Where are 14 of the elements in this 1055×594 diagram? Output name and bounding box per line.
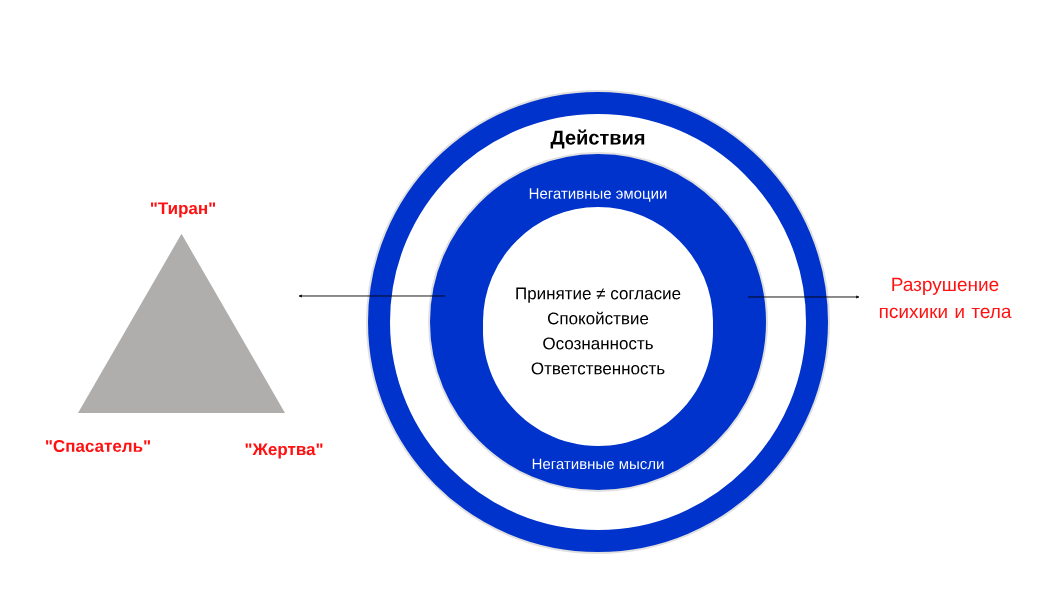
role-label: "Тиран" bbox=[150, 202, 216, 218]
triangle bbox=[78, 233, 285, 414]
ring-label: Негативные мысли bbox=[532, 458, 664, 470]
node-label: Осознанность bbox=[543, 337, 653, 350]
ring-label: Негативные эмоции bbox=[529, 188, 667, 202]
role-label: "Спасатель" bbox=[46, 439, 150, 452]
ring-label: Действия bbox=[550, 129, 645, 149]
arrow bbox=[747, 295, 860, 299]
role-label: "Жертва" bbox=[245, 443, 323, 459]
node-label: Спокойствие bbox=[547, 311, 649, 325]
arrow bbox=[298, 294, 446, 298]
outcome-label: Разрушение психики и тела bbox=[879, 277, 1012, 319]
node-label: Ответственность bbox=[531, 362, 665, 375]
node-label: Принятие ≠ согласие bbox=[516, 287, 681, 303]
